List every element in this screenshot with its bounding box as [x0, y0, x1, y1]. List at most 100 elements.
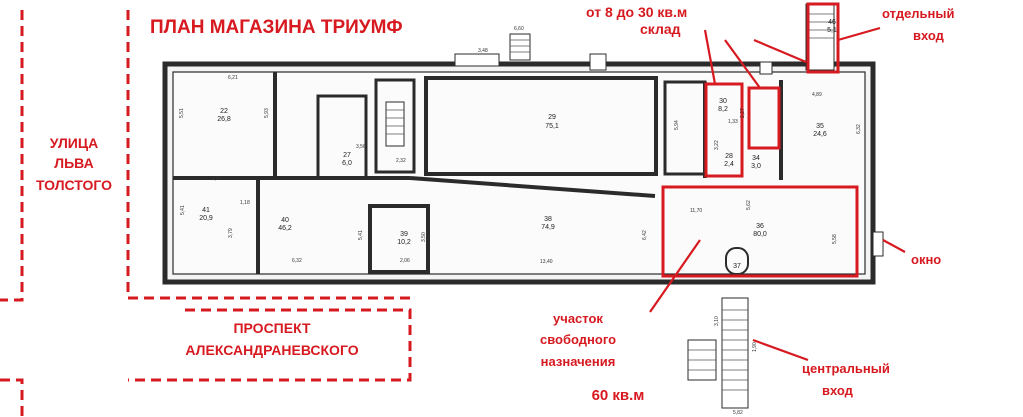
- stair-inner: [385, 101, 405, 147]
- svg-text:80,0: 80,0: [753, 231, 767, 238]
- arrow-storage-1: [703, 29, 717, 85]
- room-29: 29 75,1: [545, 114, 559, 130]
- svg-text:28: 28: [725, 153, 733, 160]
- dim-label: 5,94: [674, 120, 680, 130]
- dim-label: 2,06: [400, 258, 410, 264]
- dim-label: 5,51: [179, 108, 185, 118]
- svg-text:24,6: 24,6: [813, 131, 827, 138]
- tolstoy-line-1: УЛИЦА: [50, 135, 98, 151]
- svg-text:74,9: 74,9: [541, 224, 555, 231]
- prospekt-line-1: ПРОСПЕКТ: [233, 320, 311, 336]
- arrow-window: [882, 239, 906, 253]
- dim-label: 5,41: [358, 230, 364, 240]
- dim-label: 6,21: [228, 75, 238, 81]
- street-outlines: [0, 10, 412, 417]
- free-use-label: участок свободного назначения: [540, 311, 616, 369]
- dim-label: 6,32: [292, 258, 302, 264]
- svg-text:40: 40: [281, 217, 289, 224]
- svg-text:2,4: 2,4: [724, 161, 734, 168]
- arrow-separate-entrance: [837, 26, 881, 42]
- svg-text:46,2: 46,2: [278, 225, 292, 232]
- dim-label: 3,48: [478, 48, 488, 54]
- svg-text:75,1: 75,1: [545, 123, 559, 130]
- dim-label: 3,79: [228, 228, 234, 238]
- room-27: 276,0: [342, 152, 352, 167]
- room-30: 308,2: [718, 98, 728, 113]
- free-use-highlight: [661, 185, 859, 278]
- svg-text:5,1: 5,1: [827, 27, 837, 34]
- arrow-storage-2: [724, 39, 761, 89]
- stairs: [385, 3, 884, 409]
- room-34: 343,0: [751, 155, 761, 170]
- room-39-walls: [368, 204, 430, 274]
- svg-text:29: 29: [548, 114, 556, 121]
- separate-entrance-highlight: [806, 2, 840, 74]
- svg-text:30: 30: [719, 98, 727, 105]
- dim-label: 6,60: [514, 26, 524, 32]
- dim-label: 3,22: [714, 140, 720, 150]
- arrow-main-entrance: [752, 338, 809, 362]
- svg-text:6,0: 6,0: [342, 160, 352, 167]
- dim-label: 4,89: [812, 92, 822, 98]
- tolstoy-street-outline: [0, 10, 24, 302]
- svg-text:37: 37: [733, 263, 741, 270]
- wall-h1b: [409, 176, 656, 198]
- dim-label: 6,32: [856, 124, 862, 134]
- top-step: [454, 53, 500, 67]
- svg-text:22: 22: [220, 108, 228, 115]
- dim-label: 1,90: [752, 342, 758, 352]
- storage-size-label: от 8 до 30 кв.м: [586, 4, 687, 20]
- room-46: 465,1: [827, 19, 837, 34]
- svg-text:3,0: 3,0: [751, 163, 761, 170]
- svg-text:36: 36: [756, 223, 764, 230]
- dim-label: 5,82: [733, 410, 743, 416]
- inner-street-outline: [126, 10, 410, 300]
- svg-text:41: 41: [202, 207, 210, 214]
- partitions: [173, 72, 783, 275]
- dim-label: 5,62: [746, 200, 752, 210]
- arrows: [649, 26, 906, 362]
- highlights: [661, 2, 859, 278]
- free-use-area-label: 60 кв.м: [592, 387, 645, 404]
- free-use-line-1: участок: [553, 311, 603, 326]
- stair-top-1: [509, 33, 531, 61]
- svg-text:34: 34: [752, 155, 760, 162]
- room-27-walls: [316, 94, 368, 180]
- tolstoy-label: УЛИЦА ЛЬВА ТОЛСТОГО: [36, 135, 112, 193]
- corner-outline: [0, 378, 24, 417]
- storage-label: склад: [640, 21, 681, 37]
- prospekt-line-2: АЛЕКСАНДРАНЕВСКОГО: [185, 342, 358, 358]
- dim-label: 4,80: [212, 176, 222, 182]
- room-37: 37: [733, 263, 741, 270]
- svg-text:10,2: 10,2: [397, 239, 411, 246]
- room-28: 282,4: [724, 153, 734, 168]
- svg-text:35: 35: [816, 123, 824, 130]
- top-vent-2: [759, 61, 773, 75]
- dim-label: 1,18: [240, 200, 250, 206]
- stair-room-walls: [374, 78, 416, 174]
- dim-label: 13,40: [540, 259, 553, 265]
- free-use-line-2: свободного: [540, 332, 616, 347]
- storage-highlight-2: [747, 86, 781, 150]
- svg-text:20,9: 20,9: [199, 215, 213, 222]
- dim-label: 3,50: [421, 232, 427, 242]
- window-label: окно: [911, 252, 941, 267]
- dim-label: 1,33: [728, 119, 738, 125]
- plan-title: ПЛАН МАГАЗИНА ТРИУМФ: [150, 17, 403, 38]
- arrow-free-use: [649, 239, 701, 313]
- tolstoy-line-2: ЛЬВА: [54, 155, 93, 171]
- svg-text:26,8: 26,8: [217, 116, 231, 123]
- dim-label: 5,41: [180, 205, 186, 215]
- room-29-walls: [424, 76, 658, 176]
- window-mark: [872, 231, 884, 257]
